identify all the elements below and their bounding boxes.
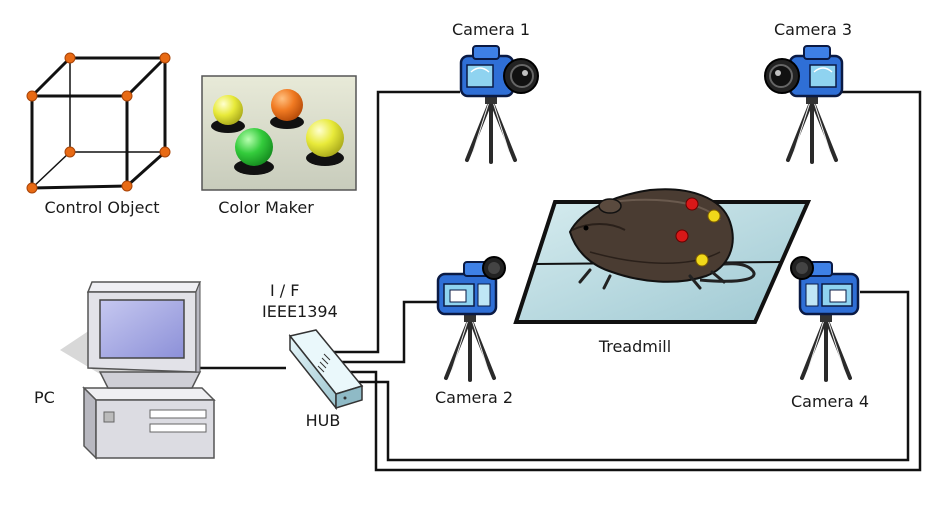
hub-label: HUB <box>305 411 341 430</box>
pc-icon <box>60 281 216 460</box>
ieee1394-hub-icon <box>288 329 364 411</box>
pc-label: PC <box>34 388 55 407</box>
color-maker-label: Color Maker <box>218 198 314 217</box>
cable-camera4 <box>352 290 910 462</box>
camera-2-label: Camera 2 <box>434 388 514 407</box>
camera-3-icon <box>763 44 844 164</box>
rat-icon <box>568 188 756 290</box>
interface-label-line2: IEEE1394 <box>262 302 338 321</box>
camera-4-icon <box>789 255 860 382</box>
cable-camera2 <box>340 300 446 364</box>
camera-2-icon <box>436 255 507 382</box>
camera-3-label: Camera 3 <box>773 20 853 39</box>
rat-marker-yellow-2 <box>695 253 709 267</box>
control-object-label: Control Object <box>44 198 160 217</box>
rat-marker-red-2 <box>675 229 689 243</box>
camera-4-label: Camera 4 <box>790 392 870 411</box>
control-object-icon <box>26 52 171 194</box>
rat-marker-yellow-1 <box>707 209 721 223</box>
cable-camera1 <box>330 90 460 354</box>
treadmill-label: Treadmill <box>598 337 672 356</box>
rat-marker-red-1 <box>685 197 699 211</box>
camera-1-label: Camera 1 <box>451 20 531 39</box>
cables <box>190 90 922 472</box>
interface-label-line1: I / F <box>270 281 300 300</box>
camera-1-icon <box>459 44 540 164</box>
cable-camera3 <box>346 90 922 472</box>
color-marker-photo <box>201 75 357 191</box>
